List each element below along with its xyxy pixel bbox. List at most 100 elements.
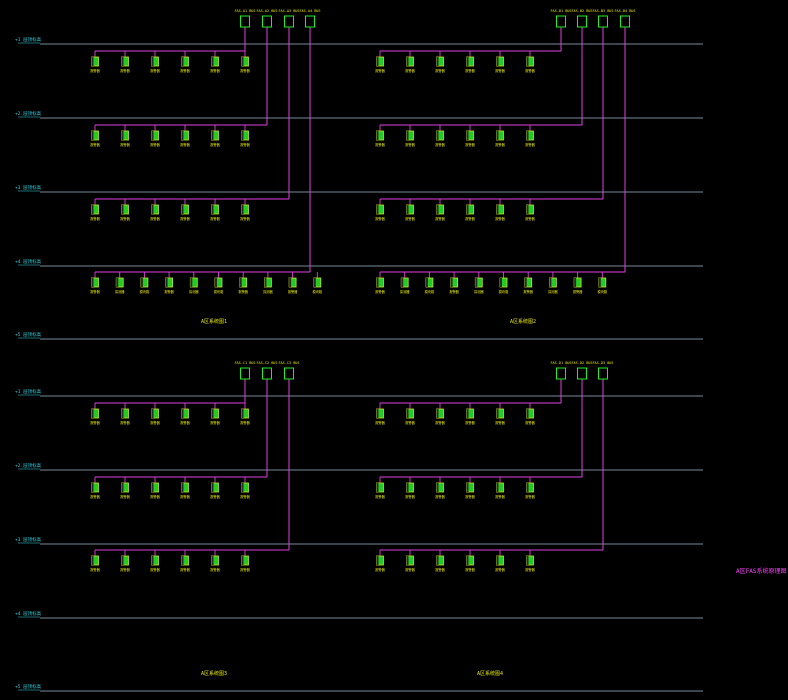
device-label: 报警器 [240, 68, 250, 73]
side-note: A区FAS系统原理图 [736, 567, 786, 575]
device-label: 报警器 [495, 142, 505, 147]
device-shade [549, 278, 552, 287]
device-label: 报警器 [240, 216, 250, 221]
device-shade [181, 205, 184, 214]
device-shade [289, 278, 292, 287]
control-cabinet [556, 367, 566, 380]
device-label: 报警器 [210, 494, 220, 499]
device-label: 报警器 [180, 142, 190, 147]
device-shade [140, 278, 143, 287]
device-shade [211, 483, 214, 492]
floor-label: +2 层顶标高 [15, 462, 42, 469]
device-label: 报警器 [525, 494, 535, 499]
system-block [91, 15, 322, 288]
device-shade [500, 278, 502, 287]
floor-label: +4 层顶标高 [15, 610, 42, 617]
device-shade [466, 409, 469, 418]
device-shade [526, 205, 529, 214]
device-shade [406, 409, 409, 418]
device-shade [496, 483, 499, 492]
floor-lines [18, 42, 703, 692]
cabinet-label: FAS-B1 BUS [550, 9, 571, 13]
device-label: 报警器 [120, 216, 130, 221]
block-caption: A区系统图1 [201, 318, 227, 325]
block-caption: A区系统图3 [201, 670, 227, 677]
device-shade [121, 57, 124, 66]
device-label: 报警器 [90, 142, 100, 147]
device-label: 报警器 [525, 142, 535, 147]
device-shade [91, 556, 94, 565]
device-shade [211, 409, 214, 418]
system-block [91, 367, 294, 566]
device-shade [241, 205, 244, 214]
device-shade [91, 57, 94, 66]
device-label: 报警器 [435, 142, 445, 147]
device-label: 探测器 [115, 289, 125, 294]
device-label: 报警器 [180, 567, 190, 572]
device-shade [406, 483, 409, 492]
control-cabinet [577, 15, 587, 28]
floor-label: +2 层顶标高 [15, 110, 42, 117]
device-shade [496, 57, 499, 66]
device-shade [574, 278, 577, 287]
device-shade [215, 278, 217, 287]
device-shade [598, 278, 601, 287]
device-label: 报警器 [435, 567, 445, 572]
device-label: 报警器 [90, 289, 100, 294]
device-label: 报警器 [375, 68, 385, 73]
control-cabinet [284, 367, 294, 380]
cabinet-label: FAS-C2 BUS [256, 361, 277, 365]
device-label: 报警器 [495, 567, 505, 572]
device-label: 模块箱 [313, 289, 323, 294]
device-shade [313, 278, 316, 287]
device-shade [121, 556, 124, 565]
cabinet-label: FAS-A3 BUS [278, 9, 299, 13]
device-label: 报警器 [375, 142, 385, 147]
device-shade [116, 278, 119, 287]
device-label: 报警器 [465, 216, 475, 221]
device-shade [450, 278, 453, 287]
device-label: 报警器 [375, 494, 385, 499]
cabinet-label: FAS-D3 BUS [592, 361, 613, 365]
device-label: 探测器 [548, 289, 558, 294]
device-label: 报警器 [288, 289, 298, 294]
device-label: 报警器 [435, 216, 445, 221]
device-label: 报警器 [405, 216, 415, 221]
device-label: 报警器 [435, 420, 445, 425]
device-label: 报警器 [525, 420, 535, 425]
device-label: 报警器 [573, 289, 583, 294]
device-shade [211, 57, 214, 66]
device-shade [151, 131, 154, 140]
device-shade [436, 556, 439, 565]
device-shade [466, 556, 469, 565]
cabinet-label: FAS-D1 BUS [550, 361, 571, 365]
device-label: 报警器 [210, 68, 220, 73]
device-shade [496, 556, 499, 565]
device-shade [91, 205, 94, 214]
control-cabinet [598, 15, 608, 28]
device-label: 报警器 [375, 420, 385, 425]
device-label: 探测器 [189, 289, 199, 294]
device-shade [91, 409, 94, 418]
floor-label: +3 层顶标高 [15, 184, 42, 191]
device-label: 探测器 [400, 289, 410, 294]
device-shade [436, 409, 439, 418]
cabinet-label: FAS-B2 BUS [571, 9, 592, 13]
device-shade [406, 205, 409, 214]
floor-label: +5 层顶标高 [15, 331, 42, 338]
device-label: 报警器 [495, 494, 505, 499]
device-label: 报警器 [465, 420, 475, 425]
device-label: 报警器 [375, 567, 385, 572]
device-label: 报警器 [150, 68, 160, 73]
device-shade [376, 483, 379, 492]
block-caption: A区系统图4 [477, 670, 503, 677]
control-cabinet [305, 15, 315, 28]
device-label: 模块箱 [425, 289, 435, 294]
device-label: 报警器 [525, 567, 535, 572]
device-shade [436, 57, 439, 66]
device-shade [151, 556, 154, 565]
device-label: 报警器 [90, 68, 100, 73]
device-shade [121, 483, 124, 492]
device-label: 报警器 [375, 289, 385, 294]
